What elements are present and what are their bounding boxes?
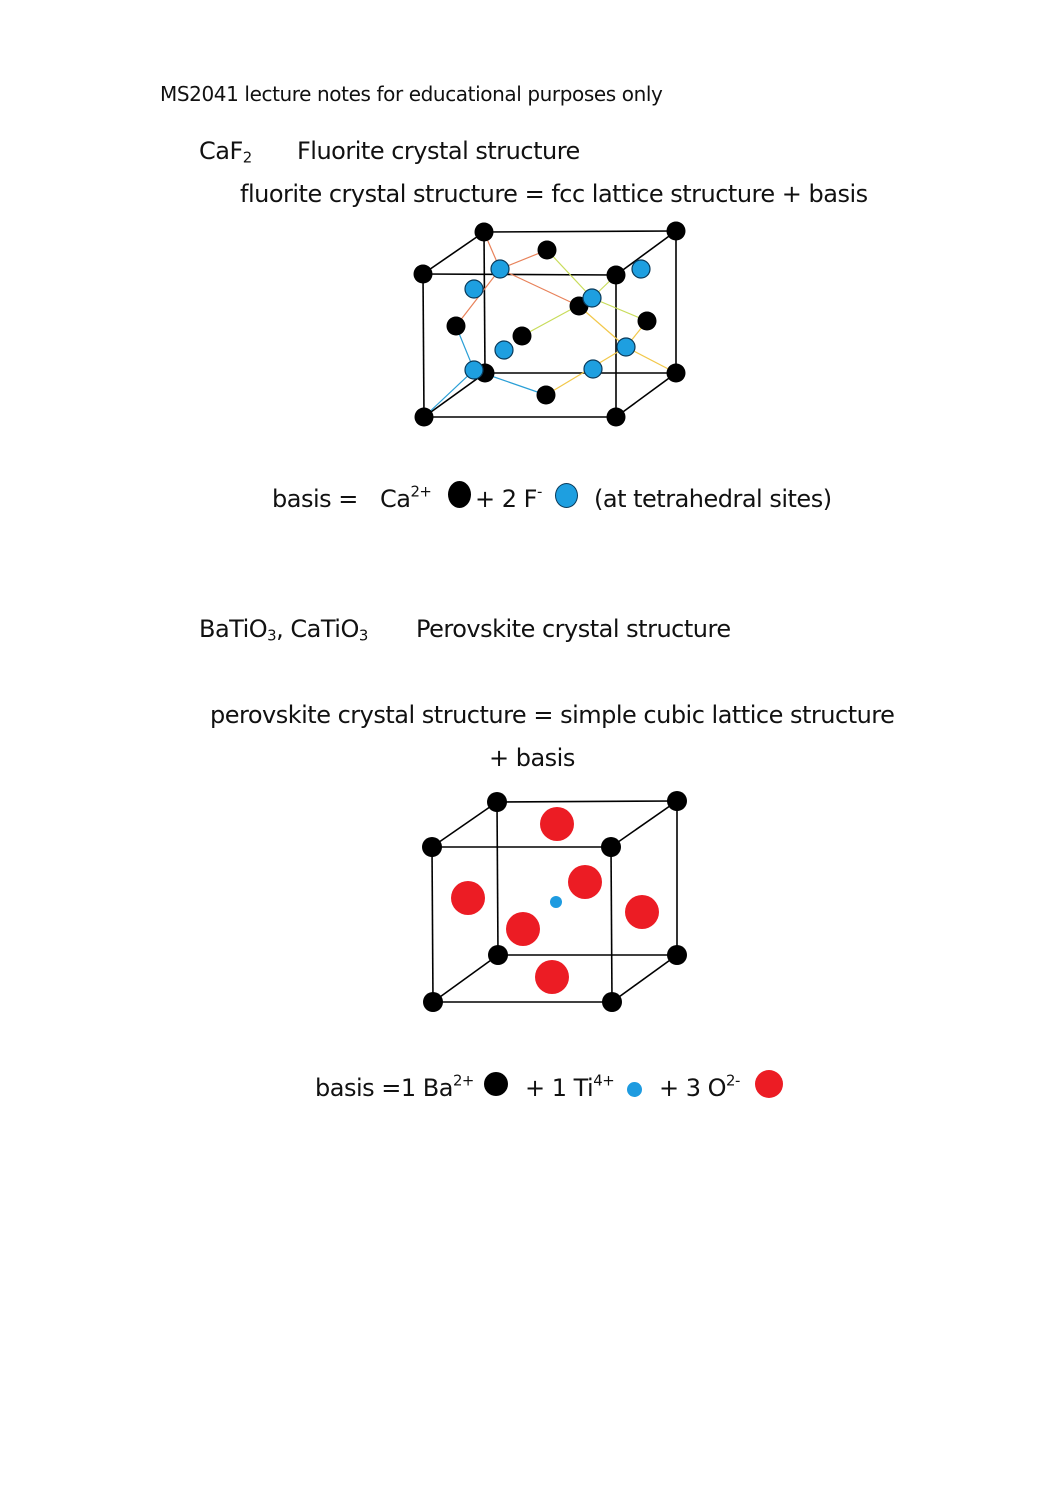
cube-edge: [432, 954, 499, 1003]
cube-edge: [483, 230, 677, 233]
calcium-face-atom: [512, 326, 532, 346]
calcium-face-atom: [637, 311, 657, 331]
fluoride-tetrahedral-atom: [494, 340, 514, 360]
fluoride-tetrahedral-atom: [490, 259, 510, 279]
ion2-charge: -: [536, 482, 542, 501]
tetrahedral-bond-yellowgreen: [546, 249, 593, 299]
o-charge: 2-: [726, 1071, 740, 1090]
cube-edge: [610, 846, 613, 1003]
ba-charge: 2+: [452, 1071, 474, 1090]
barium-corner-atom: [488, 945, 508, 965]
cube-edge: [496, 801, 499, 956]
fluoride-tetrahedral-atom: [583, 359, 603, 379]
oxygen-face-atom: [535, 960, 569, 994]
calcium-corner-atom: [666, 363, 686, 383]
fluoride-tetrahedral-atom: [464, 360, 484, 380]
calcium-face-atom: [536, 385, 556, 405]
fluorite-basis-label: basis =: [272, 485, 358, 513]
oxygen-face-atom: [625, 895, 659, 929]
formula1-base: BaTiO: [199, 615, 268, 643]
fluorite-formula-base: CaF: [199, 137, 243, 165]
barium-corner-atom: [667, 945, 687, 965]
formula2-base: CaTiO: [290, 615, 359, 643]
barium-corner-atom: [601, 837, 621, 857]
basis-label: basis =1 Ba: [315, 1074, 453, 1102]
titanium-body-center-atom: [550, 896, 562, 908]
fluorite-basis-note: (at tetrahedral sites): [594, 485, 832, 513]
header-note: MS2041 lecture notes for educational pur…: [160, 82, 663, 106]
barium-corner-atom: [422, 837, 442, 857]
oxygen-face-atom: [451, 881, 485, 915]
calcium-corner-atom: [413, 264, 433, 284]
tetrahedral-bond-yellow: [578, 305, 627, 348]
oxygen-ion-legend-icon: [755, 1070, 783, 1098]
formula1-sub: 3: [267, 626, 277, 645]
perovskite-definition-line2: + basis: [489, 744, 575, 772]
barium-ion-legend-icon: [484, 1072, 508, 1096]
calcium-corner-atom: [666, 221, 686, 241]
fluoride-tetrahedral-atom: [582, 288, 602, 308]
fluoride-tetrahedral-atom: [631, 259, 651, 279]
fluorite-formula-sub: 2: [242, 148, 252, 167]
oxygen-face-atom: [568, 865, 602, 899]
oxygen-face-atom: [540, 807, 574, 841]
calcium-corner-atom: [414, 407, 434, 427]
perovskite-basis-ion2: + 1 Ti4+: [525, 1073, 615, 1102]
oxygen-face-atom: [506, 912, 540, 946]
calcium-face-atom: [537, 240, 557, 260]
fluoride-ion-legend-icon: [555, 483, 578, 508]
cube-edge: [615, 372, 677, 418]
cube-edge: [431, 846, 434, 1003]
calcium-corner-atom: [606, 265, 626, 285]
calcium-corner-atom: [474, 222, 494, 242]
perovskite-title: Perovskite crystal structure: [416, 615, 731, 643]
ion1-symbol: Ca: [380, 485, 411, 513]
fluorite-definition: fluorite crystal structure = fcc lattice…: [240, 180, 868, 208]
tetrahedral-bond-yellowgreen: [591, 297, 648, 322]
tetrahedral-bond-blue: [423, 369, 475, 418]
calcium-ion-legend-icon: [448, 481, 471, 508]
barium-corner-atom: [423, 992, 443, 1012]
fluorite-basis-ion2: + 2 F-: [475, 484, 542, 513]
o-label: + 3 O: [659, 1074, 727, 1102]
fluorite-title: Fluorite crystal structure: [297, 137, 580, 165]
fluorite-formula: CaF2: [199, 137, 252, 165]
cube-edge: [422, 273, 425, 418]
fluoride-tetrahedral-atom: [616, 337, 636, 357]
cube-edge: [615, 230, 677, 276]
calcium-face-atom: [446, 316, 466, 336]
perovskite-definition-line1: perovskite crystal structure = simple cu…: [210, 701, 895, 729]
cube-edge: [431, 801, 498, 848]
barium-corner-atom: [667, 791, 687, 811]
calcium-corner-atom: [606, 407, 626, 427]
cube-edge: [496, 800, 678, 803]
formula2-sub: 3: [358, 626, 368, 645]
fluorite-basis-ion1: Ca2+: [380, 484, 432, 513]
formula-separator: ,: [276, 615, 284, 643]
ti-charge: 4+: [593, 1071, 615, 1090]
cube-edge: [422, 273, 617, 276]
titanium-ion-legend-icon: [627, 1082, 642, 1097]
perovskite-formulas: BaTiO3, CaTiO3: [199, 615, 368, 643]
cube-edge: [483, 231, 486, 374]
barium-corner-atom: [602, 992, 622, 1012]
perovskite-basis-ion3: + 3 O2-: [659, 1073, 740, 1102]
tetrahedral-bond-orange: [499, 268, 580, 307]
cube-edge: [422, 231, 485, 275]
ion1-charge: 2+: [410, 482, 432, 501]
cube-edge: [611, 954, 678, 1003]
perovskite-basis-ion1: basis =1 Ba2+: [315, 1073, 474, 1102]
cube-edge: [610, 800, 678, 848]
fluoride-tetrahedral-atom: [464, 279, 484, 299]
barium-corner-atom: [487, 792, 507, 812]
cube-edge: [423, 372, 486, 418]
ion2-label: + 2 F: [475, 485, 537, 513]
ti-label: + 1 Ti: [525, 1074, 594, 1102]
